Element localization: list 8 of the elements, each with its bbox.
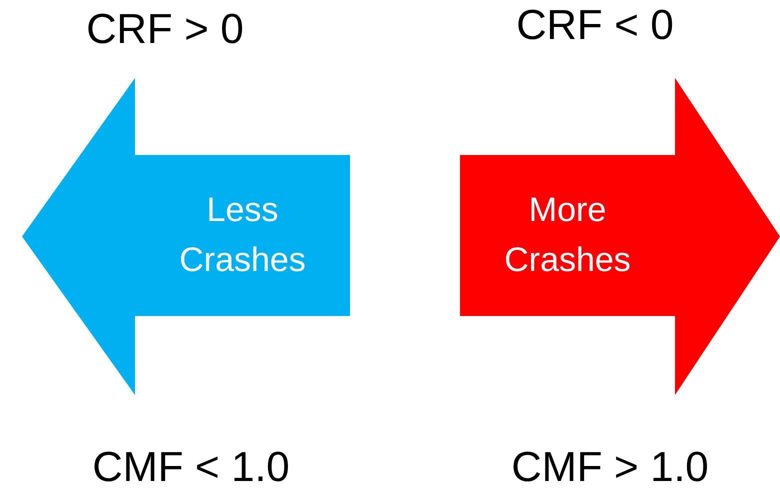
- value-label: CMF < 1.0: [92, 446, 290, 488]
- block-arrow: [22, 78, 350, 395]
- arrow-text: More Crashes: [503, 190, 632, 280]
- arrow-text: Less Crashes: [178, 190, 307, 280]
- block-arrow: [460, 78, 780, 395]
- value-label: CRF < 0: [516, 4, 674, 46]
- value-label: CMF > 1.0: [511, 446, 709, 488]
- value-label: CRF > 0: [86, 8, 244, 50]
